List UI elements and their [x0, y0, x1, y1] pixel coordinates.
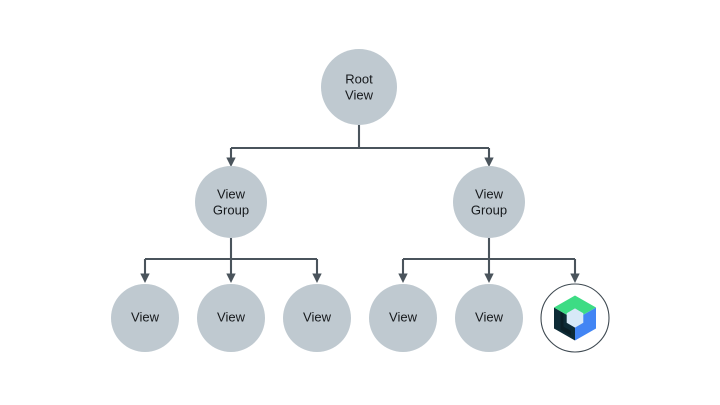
node-root-view-circle — [321, 49, 397, 125]
arrowhead-icon — [570, 273, 580, 283]
arrowhead-icon — [484, 273, 494, 283]
node-view-3-label: View — [303, 309, 332, 324]
node-viewgroup-left[interactable]: View Group — [195, 166, 267, 238]
node-viewgroup-right-label-line1: View — [475, 186, 504, 201]
node-view-5[interactable]: View — [455, 284, 523, 352]
compose-logo-center-hex — [566, 308, 584, 328]
arrowhead-icon — [226, 157, 236, 167]
compose-logo-right-face — [575, 307, 596, 341]
node-viewgroup-left-circle — [195, 166, 267, 238]
node-view-1-label: View — [131, 309, 160, 324]
node-view-5-circle — [455, 284, 523, 352]
node-view-4-label: View — [389, 309, 418, 324]
jetpack-compose-logo-icon — [554, 295, 596, 341]
node-view-5-label: View — [475, 309, 504, 324]
arrowhead-icon — [484, 157, 494, 167]
node-view-1[interactable]: View — [111, 284, 179, 352]
arrowhead-icon — [226, 273, 236, 283]
node-view-2[interactable]: View — [197, 284, 265, 352]
node-view-4[interactable]: View — [369, 284, 437, 352]
compose-logo-notch — [560, 311, 571, 336]
node-viewgroup-left-label-line1: View — [217, 186, 246, 201]
node-view-3[interactable]: View — [283, 284, 351, 352]
arrowhead-icon — [398, 273, 408, 283]
compose-logo-top-face — [554, 295, 596, 320]
arrowhead-icon — [312, 273, 322, 283]
node-root-view[interactable]: Root View — [321, 49, 397, 125]
node-view-2-circle — [197, 284, 265, 352]
node-root-view-label-line1: Root — [345, 71, 373, 86]
node-viewgroup-right-circle — [453, 166, 525, 238]
node-viewgroup-right-label-line2: Group — [471, 202, 507, 217]
node-view-3-circle — [283, 284, 351, 352]
node-root-view-label-line2: View — [345, 87, 374, 102]
edge-group-viewgroup-left — [140, 238, 322, 283]
edge-group-root — [226, 125, 494, 167]
arrowhead-icon — [140, 273, 150, 283]
edge-group-viewgroup-right — [398, 238, 580, 283]
node-viewgroup-left-label-line2: Group — [213, 202, 249, 217]
node-viewgroup-right[interactable]: View Group — [453, 166, 525, 238]
node-view-2-label: View — [217, 309, 246, 324]
node-compose[interactable] — [540, 283, 610, 353]
node-view-1-circle — [111, 284, 179, 352]
node-view-4-circle — [369, 284, 437, 352]
